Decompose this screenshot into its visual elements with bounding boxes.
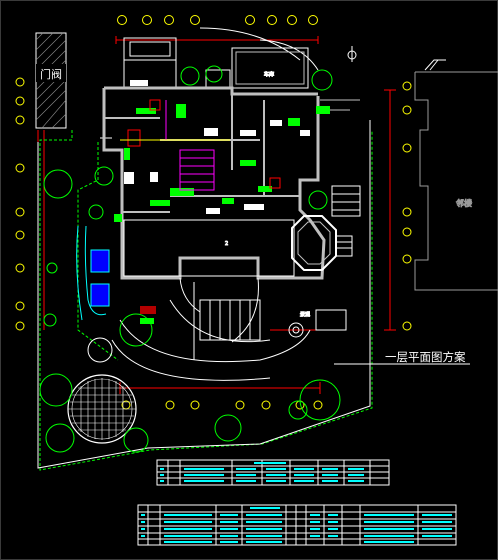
axis-bubble-icon — [402, 207, 412, 217]
axis-bubble-icon — [164, 15, 174, 25]
top-axis-bubbles — [117, 15, 318, 25]
tree-icon — [94, 166, 114, 186]
pools — [76, 225, 110, 321]
north-arrow-icon — [347, 46, 446, 71]
dimension-lines — [37, 36, 396, 394]
green-blocks — [114, 104, 330, 324]
trees — [39, 65, 341, 453]
tree-icon — [308, 190, 328, 210]
octagon-bay — [291, 215, 337, 271]
schedule-table-upper — [156, 459, 390, 486]
paving-circle — [67, 374, 137, 444]
axis-bubble-icon — [190, 400, 200, 410]
tree-icon — [119, 313, 153, 347]
accent-marks — [120, 80, 310, 314]
axis-bubble-icon — [313, 400, 323, 410]
gate-block: 门阀 — [35, 32, 67, 129]
axis-bubble-icon — [117, 15, 127, 25]
tree-icon — [299, 379, 341, 421]
axis-bubble-icon — [15, 301, 25, 311]
room-label-garden: 景观 — [300, 311, 310, 318]
east-deck — [320, 99, 361, 257]
right-axis-bubbles — [402, 81, 412, 331]
axis-bubble-icon — [402, 227, 412, 237]
axis-bubble-icon — [142, 15, 152, 25]
tree-icon — [39, 373, 73, 407]
axis-bubble-icon — [402, 321, 412, 331]
axis-bubble-icon — [190, 15, 200, 25]
plan-number: 2 — [225, 241, 228, 247]
axis-bubble-icon — [165, 400, 175, 410]
axis-bubble-icon — [15, 96, 25, 106]
axis-bubble-icon — [402, 254, 412, 264]
tree-icon — [180, 66, 200, 86]
schedule-table-upper-cells — [160, 468, 364, 482]
left-axis-bubbles — [15, 77, 25, 331]
plan-title: 一层平面图方案 — [334, 350, 470, 365]
tree-icon — [214, 414, 242, 442]
bottom-axis-bubbles — [121, 400, 323, 410]
axis-bubble-icon — [287, 15, 297, 25]
tree-icon — [123, 427, 149, 453]
tree-icon — [46, 262, 58, 274]
axis-bubble-icon — [15, 207, 25, 217]
axis-bubble-icon — [402, 105, 412, 115]
tree-icon — [288, 400, 308, 420]
axis-bubble-icon — [15, 230, 25, 240]
axis-bubble-icon — [245, 15, 255, 25]
living-hall: 2 — [123, 219, 295, 277]
axis-bubble-icon — [402, 81, 412, 91]
north-structures: 车库 — [123, 37, 309, 89]
axis-bubble-icon — [15, 321, 25, 331]
tree-icon — [311, 69, 333, 91]
schedule-table-lower — [137, 504, 457, 546]
axis-bubble-icon — [235, 400, 245, 410]
tree-icon — [45, 423, 75, 453]
gate-label: 门阀 — [40, 67, 62, 81]
tree-icon — [88, 204, 104, 220]
site-outline — [37, 27, 371, 469]
neighbor-building: 邻楼 — [414, 71, 498, 291]
plan-title-label: 一层平面图方案 — [385, 350, 466, 364]
room-label-north: 车库 — [264, 71, 274, 78]
schedule-table-lower-cells — [141, 507, 452, 543]
axis-bubble-icon — [261, 400, 271, 410]
tree-icon — [43, 169, 73, 199]
tree-icon — [87, 337, 113, 363]
axis-bubble-icon — [15, 77, 25, 87]
south-terrace: 景观 — [111, 277, 347, 381]
axis-bubble-icon — [15, 115, 25, 125]
neighbor-label: 邻楼 — [456, 198, 472, 208]
axis-bubble-icon — [308, 15, 318, 25]
tree-icon — [43, 313, 57, 327]
tree-icon — [205, 65, 223, 83]
site-boundary — [39, 130, 373, 471]
axis-bubble-icon — [15, 163, 25, 173]
axis-bubble-icon — [15, 263, 25, 273]
stair-core — [165, 100, 215, 191]
axis-bubble-icon — [402, 143, 412, 153]
axis-bubble-icon — [267, 15, 277, 25]
